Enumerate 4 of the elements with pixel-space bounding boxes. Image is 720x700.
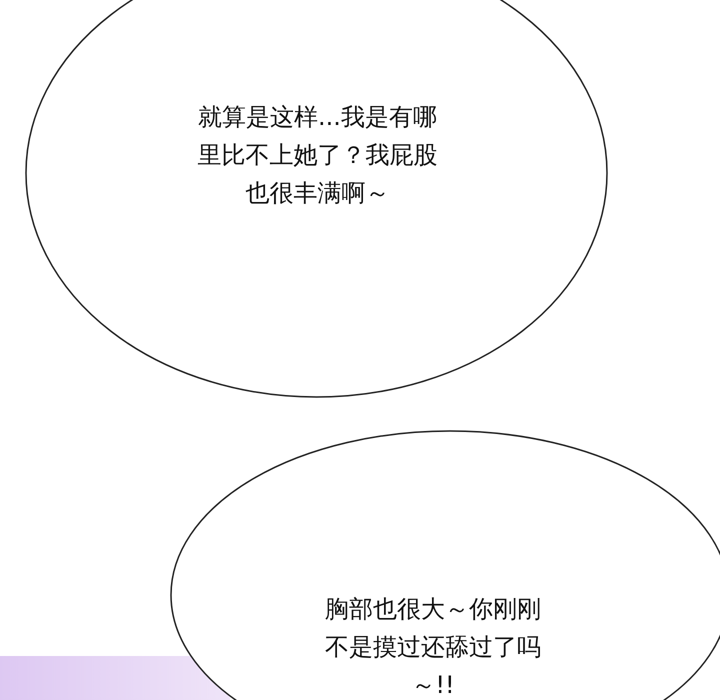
dialogue-text: 胸部也很大～你刚刚不是摸过还舔过了吗～!! bbox=[325, 594, 541, 700]
dialogue-text: 就算是这样...我是有哪里比不上她了？我屁股也很丰满啊～ bbox=[196, 102, 438, 209]
speech-bubble bbox=[25, 0, 608, 398]
speech-bubble bbox=[170, 430, 720, 700]
